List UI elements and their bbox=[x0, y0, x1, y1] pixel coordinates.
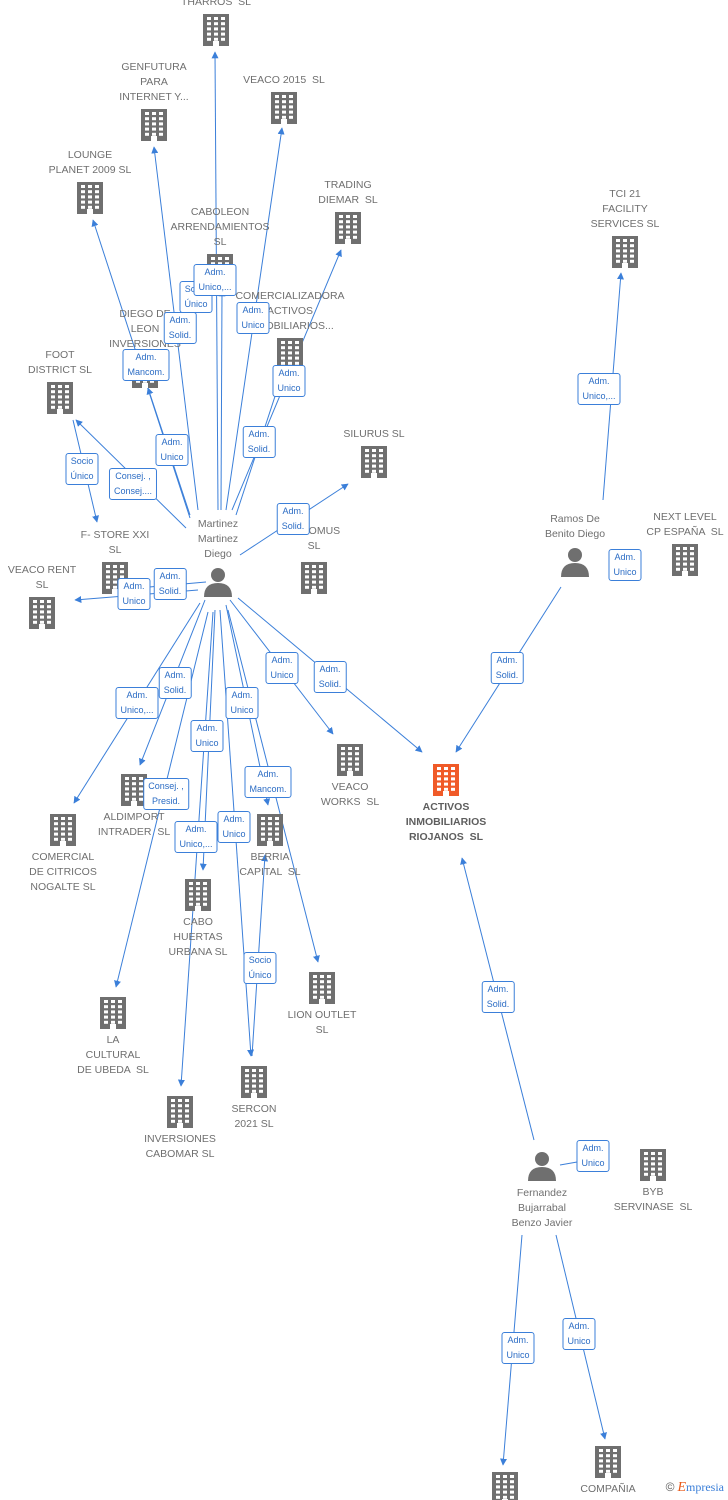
role-badge[interactable]: Adm. Unico bbox=[225, 687, 259, 719]
role-badge[interactable]: Adm. Unico,... bbox=[174, 821, 218, 853]
company-name[interactable]: THARROS SL bbox=[180, 0, 252, 8]
building-icon[interactable] bbox=[77, 182, 103, 214]
company-name[interactable]: TCI 21 FACILITY SERVICES SL bbox=[590, 188, 660, 230]
role-badge[interactable]: Adm. Solid. bbox=[276, 503, 310, 535]
building-icon[interactable] bbox=[47, 382, 73, 414]
company-name[interactable]: VEACO WORKS SL bbox=[320, 781, 380, 808]
building-icon[interactable] bbox=[492, 1472, 518, 1500]
company-name[interactable]: FOOT DISTRICT SL bbox=[28, 349, 92, 376]
role-badge[interactable]: Consej. , Presid. bbox=[143, 778, 189, 810]
role-badge[interactable]: Socio Único bbox=[243, 952, 277, 984]
company-name[interactable]: LION OUTLET SL bbox=[287, 1009, 357, 1036]
role-badge[interactable]: Consej. , Consej.... bbox=[108, 468, 158, 500]
role-badge[interactable]: Adm. Unico bbox=[155, 434, 189, 466]
role-badge[interactable]: Adm. Mancom. bbox=[244, 766, 292, 798]
company-name[interactable]: ACTIVOS INMOBILIARIOS RIOJANOS SL bbox=[405, 801, 487, 843]
building-icon[interactable] bbox=[257, 814, 283, 846]
company-name[interactable]: CABO HUERTAS URBANA SL bbox=[168, 916, 228, 958]
building-icon[interactable] bbox=[241, 1066, 267, 1098]
building-icon[interactable] bbox=[121, 774, 147, 806]
building-icon[interactable] bbox=[337, 744, 363, 776]
building-icon[interactable] bbox=[309, 972, 335, 1004]
building-icon[interactable] bbox=[277, 338, 303, 370]
person-name[interactable]: Fernandez Bujarrabal Benzo Javier bbox=[511, 1187, 573, 1229]
role-badge[interactable]: Adm. Solid. bbox=[158, 667, 192, 699]
company-name[interactable]: BERRIA CAPITAL SL bbox=[239, 851, 301, 878]
role-badge[interactable]: Adm. Unico,... bbox=[577, 373, 621, 405]
building-icon[interactable] bbox=[167, 1096, 193, 1128]
empresia-credit: © Empresia bbox=[666, 1480, 724, 1496]
company-name[interactable]: F- STORE XXI SL bbox=[80, 529, 150, 556]
role-badge[interactable]: Adm. Unico bbox=[217, 811, 251, 843]
person-name[interactable]: Ramos De Benito Diego bbox=[544, 513, 606, 540]
role-badge[interactable]: Adm. Unico bbox=[562, 1318, 596, 1350]
person-icon[interactable] bbox=[561, 548, 589, 577]
role-badge[interactable]: Adm. Solid. bbox=[313, 661, 347, 693]
company-name[interactable]: CABOLEON ARRENDAMIENTOS SL bbox=[170, 206, 270, 248]
company-name[interactable]: VEACO 2015 SL bbox=[243, 74, 325, 86]
role-badge[interactable]: Adm. Solid. bbox=[490, 652, 524, 684]
building-icon[interactable] bbox=[100, 997, 126, 1029]
company-name[interactable]: ALDIMPORT INTRADER SL bbox=[97, 811, 171, 838]
company-name[interactable]: GENFUTURA PARA INTERNET Y... bbox=[119, 61, 189, 103]
building-icon[interactable] bbox=[640, 1149, 666, 1181]
role-badge[interactable]: Adm. Solid. bbox=[481, 981, 515, 1013]
company-name[interactable]: COMPAÑIA bbox=[580, 1483, 636, 1495]
role-badge[interactable]: Adm. Unico,... bbox=[115, 687, 159, 719]
role-badge[interactable]: Adm. Solid. bbox=[242, 426, 276, 458]
company-name[interactable]: LOUNGE PLANET 2009 SL bbox=[48, 149, 132, 176]
role-badge[interactable]: Adm. Solid. bbox=[163, 312, 197, 344]
building-icon[interactable] bbox=[29, 597, 55, 629]
company-name[interactable]: LA CULTURAL DE UBEDA SL bbox=[77, 1034, 149, 1076]
company-name[interactable]: INVERSIONES CABOMAR SL bbox=[144, 1133, 216, 1160]
copyright-symbol: © bbox=[665, 1480, 675, 1494]
person-name[interactable]: Martinez Martinez Diego bbox=[197, 518, 239, 560]
company-name[interactable]: SILURUS SL bbox=[343, 428, 405, 440]
building-icon[interactable] bbox=[361, 446, 387, 478]
role-badge[interactable]: Adm. Unico bbox=[190, 720, 224, 752]
role-badge[interactable]: Adm. Unico bbox=[272, 365, 306, 397]
building-icon[interactable] bbox=[203, 14, 229, 46]
building-icon[interactable] bbox=[612, 236, 638, 268]
role-badge[interactable]: Adm. Unico bbox=[608, 549, 642, 581]
company-name[interactable]: VEACO RENT SL bbox=[7, 564, 77, 591]
building-icon[interactable] bbox=[185, 879, 211, 911]
role-badge[interactable]: Adm. Solid. bbox=[153, 568, 187, 600]
link-martinez-caboleon bbox=[218, 289, 226, 511]
company-name[interactable]: COMERCIAL DE CITRICOS NOGALTE SL bbox=[29, 851, 97, 893]
company-name[interactable]: NEXT LEVEL CP ESPAÑA SL bbox=[646, 511, 724, 538]
role-badge[interactable]: Adm. Unico bbox=[117, 578, 151, 610]
building-icon[interactable] bbox=[335, 212, 361, 244]
role-badge[interactable]: Adm. Unico bbox=[265, 652, 299, 684]
building-icon[interactable] bbox=[595, 1446, 621, 1478]
empresia-logo-initial: E bbox=[677, 1480, 686, 1495]
person-icon[interactable] bbox=[204, 568, 232, 597]
building-icon[interactable] bbox=[301, 562, 327, 594]
company-name[interactable]: TRADING DIEMAR SL bbox=[318, 179, 378, 206]
building-icon[interactable] bbox=[50, 814, 76, 846]
role-badge[interactable]: Adm. Unico,... bbox=[193, 264, 237, 296]
building-icon[interactable] bbox=[672, 544, 698, 576]
role-badge[interactable]: Adm. Unico bbox=[576, 1140, 610, 1172]
role-badge[interactable]: Adm. Mancom. bbox=[122, 349, 170, 381]
role-badge[interactable]: Adm. Unico bbox=[236, 302, 270, 334]
role-badge[interactable]: Adm. Unico bbox=[501, 1332, 535, 1364]
role-badge[interactable]: Socio Único bbox=[65, 453, 99, 485]
focus-building-icon[interactable] bbox=[433, 764, 459, 796]
person-icon[interactable] bbox=[528, 1152, 556, 1181]
building-icon[interactable] bbox=[271, 92, 297, 124]
empresia-logo-text: mpresia bbox=[686, 1480, 724, 1494]
company-name[interactable]: SERCON 2021 SL bbox=[231, 1103, 277, 1130]
company-name[interactable]: BYB SERVINASE SL bbox=[613, 1186, 693, 1213]
building-icon[interactable] bbox=[141, 109, 167, 141]
